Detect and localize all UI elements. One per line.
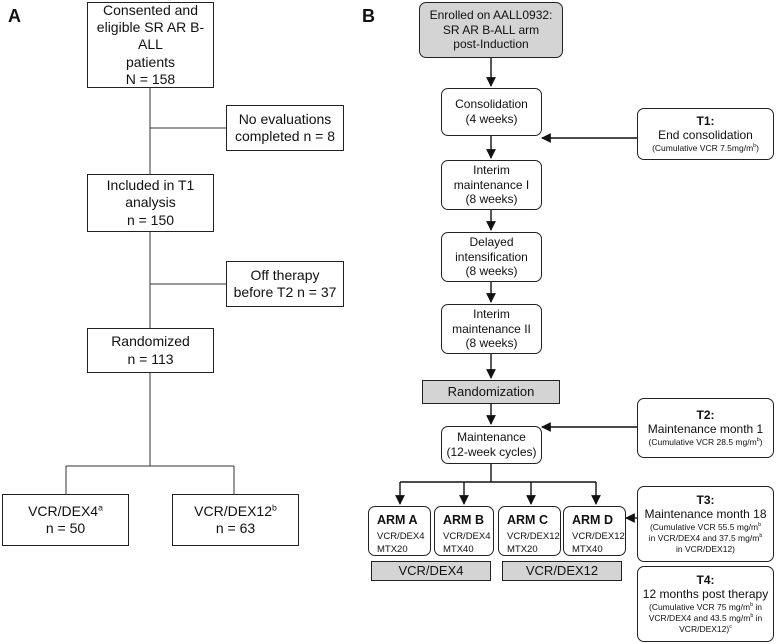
included-line2: analysis [125,194,176,211]
randomized-box: Randomized n = 113 [87,328,214,373]
enrolled-box: Enrolled on AALL0932: SR AR B-ALL arm po… [419,2,563,58]
included-t1-box: Included in T1 analysis n = 150 [87,174,214,232]
randomized-line2: n = 113 [127,350,174,367]
group-dex12-label: VCR/DEX12 [525,563,599,579]
randomization-box: Randomization [422,380,560,404]
arm-d-name: ARM D [572,513,613,527]
randomized-line1: Randomized [111,333,190,350]
vcr-dex12-result-box: VCR/DEX12b n = 63 [172,494,299,546]
enrolled-line1: Enrolled on AALL0932: [429,8,553,23]
vcr-dex4-result-box: VCR/DEX4a n = 50 [2,494,129,546]
t3-note1: (Cumulative VCR 55.5 mg/m [649,522,759,533]
arm-c-line1: VCR/DEX12 [507,531,560,543]
dex12-footnote: b [271,502,277,513]
dex12-count: n = 63 [215,520,256,536]
dex4-count: n = 50 [45,520,86,536]
maintenance-box: Maintenance (12-week cycles) [441,426,542,464]
t3-note2: in VCR/DEX4 and 37.5 mg/m [648,533,760,544]
t1-note: (Cumulative VCR 7.5mg/m [652,143,754,154]
off-therapy-line2: before T2 n = 37 [233,284,337,300]
t2-box: T2: Maintenance month 1 (Cumulative VCR … [637,398,774,458]
delayed-intensification-box: Delayed intensification (8 weeks) [441,232,542,282]
consented-box: Consented and eligible SR AR B-ALL patie… [87,2,214,88]
arm-c-box: ARM C VCR/DEX12 MTX20 [498,506,561,556]
randomization-label: Randomization [447,384,535,400]
off-therapy-box: Off therapy before T2 n = 37 [226,261,344,307]
group-vcr-dex4: VCR/DEX4 [371,561,491,581]
consented-line1: Consented and [103,2,198,19]
included-line1: Included in T1 [106,177,195,194]
group-vcr-dex12: VCR/DEX12 [502,561,622,581]
consented-line4: N = 158 [125,70,176,87]
im2-line3: (8 weeks) [465,336,518,351]
enrolled-line3: post-Induction [453,37,529,52]
consolidation-box: Consolidation (4 weeks) [441,88,542,136]
t2-note: (Cumulative VCR 28.5 mg/m [648,437,757,448]
arm-b-line1: VCR/DEX4 [443,531,491,543]
no-eval-line1: No evaluations [238,110,332,127]
t4-note2: VCR/DEX4 and 43.5 mg/m [648,613,751,624]
t4-title: T4: [696,572,715,587]
t3-line1: Maintenance month 18 [644,507,767,522]
dex4-name: VCR/DEX4 [28,502,99,519]
arm-b-box: ARM B VCR/DEX4 MTX40 [434,506,494,556]
arm-a-line1: VCR/DEX4 [377,531,425,543]
t3-title: T3: [696,492,715,507]
arm-a-line2: MTX20 [377,543,408,555]
panel-b-label: B [362,6,375,26]
maintenance-line2: (12-week cycles) [446,445,537,459]
included-line3: n = 150 [126,211,175,228]
arm-c-line2: MTX20 [507,543,538,555]
dex4-footnote: a [98,502,103,513]
group-dex4-label: VCR/DEX4 [398,563,464,579]
t4-note3: VCR/DEX12) [679,624,730,635]
arm-c-name: ARM C [507,513,548,527]
im1-line2: maintenance I [453,177,530,192]
enrolled-line2: SR AR B-ALL arm [442,22,540,37]
interim-maintenance-2-box: Interim maintenance II (8 weeks) [441,304,542,354]
arm-d-line1: VCR/DEX12 [572,531,625,543]
im2-line1: Interim [473,307,510,322]
dex12-name: VCR/DEX12 [194,502,272,519]
delayed-line1: Delayed [469,235,514,250]
t3-box: T3: Maintenance month 18 (Cumulative VCR… [637,486,774,562]
panel-a-label: A [8,6,21,26]
t4-note1: (Cumulative VCR 75 mg/m [648,602,751,613]
t1-box: T1: End consolidation (Cumulative VCR 7.… [637,108,774,160]
t4-box: T4: 12 months post therapy (Cumulative V… [637,566,774,642]
no-eval-line2: completed n = 8 [234,128,335,144]
t3-note3: in VCR/DEX12) [675,544,736,555]
arm-d-line2: MTX40 [572,543,603,555]
arm-b-name: ARM B [443,513,484,527]
maintenance-line1: Maintenance [457,430,526,445]
im1-line3: (8 weeks) [465,192,518,207]
consolidation-line2: (4 weeks) [465,112,518,126]
t2-line1: Maintenance month 1 [647,422,764,437]
arm-a-name: ARM A [377,513,418,527]
off-therapy-line1: Off therapy [250,266,320,283]
delayed-line2: intensification [455,249,528,264]
consented-line3: patients [125,53,176,70]
no-evaluations-box: No evaluations completed n = 8 [226,105,344,151]
consented-line2: eligible SR AR B-ALL [96,19,205,53]
arm-a-box: ARM A VCR/DEX4 MTX20 [368,506,431,556]
im2-line2: maintenance II [452,321,531,336]
delayed-line3: (8 weeks) [465,264,518,279]
t2-title: T2: [696,407,715,422]
interim-maintenance-1-box: Interim maintenance I (8 weeks) [441,160,542,210]
t1-title: T1: [696,113,715,128]
im1-line1: Interim [473,163,510,178]
t1-line1: End consolidation [658,128,753,143]
arm-b-line2: MTX40 [443,543,474,555]
t4-line1: 12 months post therapy [642,587,769,602]
consolidation-line1: Consolidation [455,97,528,112]
arm-d-box: ARM D VCR/DEX12 MTX40 [563,506,626,556]
